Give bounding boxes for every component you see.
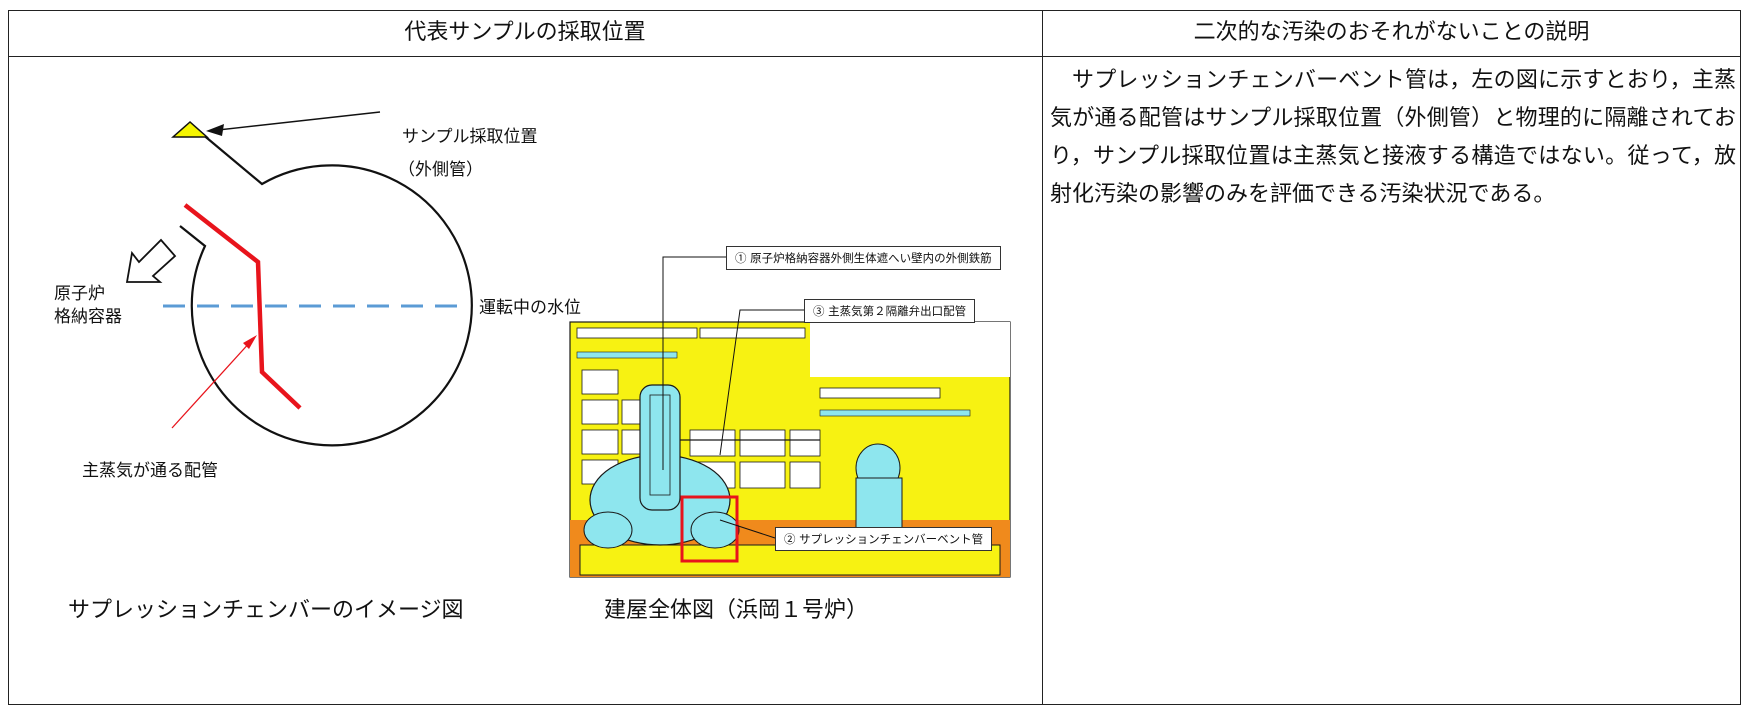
explanation-paragraph: サプレッションチェンバーベント管は，左の図に示すとおり，主蒸気が通る配管はサンプ…: [1050, 68, 1736, 207]
containment-label-line2: 格納容器: [54, 307, 122, 327]
main-steam-pipe: [183, 203, 302, 410]
header-divider: [8, 56, 1741, 57]
steam-pipe-label: 主蒸気が通る配管: [82, 461, 218, 481]
containment-label-line1: 原子炉: [54, 284, 105, 304]
header-sample-location: 代表サンプルの採取位置: [404, 20, 646, 45]
header-explanation: 二次的な汚染のおそれがないことの説明: [1193, 20, 1590, 45]
vent-pipe-outline: [179, 127, 473, 447]
column-divider: [1042, 10, 1043, 705]
callout-vent-pipe: ② サプレッションチェンバーベント管: [775, 527, 993, 551]
steam-pipe-arrowhead-icon: [243, 335, 257, 349]
leader-arrowhead-icon: [206, 124, 224, 136]
sample-marker-icon: [171, 120, 209, 138]
callout-outer-rebar: ① 原子炉格納容器外側生体遮へい壁内の外側鉄筋: [726, 246, 1001, 270]
chamber-diagram-caption: サプレッションチェンバーのイメージ図: [68, 598, 464, 623]
hollow-arrow-icon: [125, 238, 177, 283]
water-level-label: 運転中の水位: [479, 298, 581, 318]
sample-location-label: サンプル採取位置: [402, 127, 538, 147]
building-caption: 建屋全体図（浜岡１号炉）: [604, 598, 869, 623]
explanation-text: サプレッションチェンバーベント管は，左の図に示すとおり，主蒸気が通る配管はサンプ…: [1050, 62, 1736, 214]
table-frame: [8, 10, 1741, 705]
sample-location-sub-label: （外側管）: [398, 160, 483, 180]
highlight-box: [680, 495, 739, 563]
callout-isolation-valve-pipe: ③ 主蒸気第２隔離弁出口配管: [804, 299, 976, 323]
